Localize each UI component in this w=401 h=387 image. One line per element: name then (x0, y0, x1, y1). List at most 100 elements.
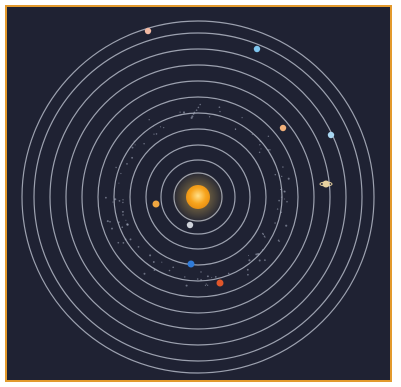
asteroid-dot (161, 261, 163, 263)
asteroid-dot (185, 284, 188, 287)
asteroid-dot (287, 177, 290, 180)
asteroid-dot (118, 221, 120, 223)
asteroid-dot (122, 201, 124, 204)
asteroid-dot (255, 253, 258, 256)
asteroid-dot (248, 259, 251, 262)
mercury-icon (186, 221, 194, 229)
asteroid-dot (163, 126, 165, 129)
asteroid-dot (200, 279, 202, 281)
asteroid-dot (259, 144, 261, 146)
asteroid-dot (122, 242, 125, 244)
asteroid-dot (182, 111, 186, 114)
asteroid-dot (114, 198, 117, 201)
asteroid-dot (124, 238, 127, 241)
asteroid-dot (109, 220, 111, 223)
asteroid-dot (280, 196, 283, 198)
asteroid-dot (247, 273, 249, 276)
orbit-ring (129, 128, 267, 266)
asteroid-dot (251, 133, 253, 136)
asteroid-dot (153, 133, 155, 135)
asteroid-dot (199, 103, 201, 106)
asteroid-dot (267, 149, 270, 151)
asteroid-dot (168, 269, 171, 272)
asteroid-dot (129, 238, 132, 241)
asteroid-dot (143, 272, 146, 275)
asteroid-dot (121, 210, 124, 213)
orbit-ring (160, 159, 236, 235)
asteroid-dot (261, 249, 264, 251)
pluto-icon (144, 27, 152, 35)
asteroid-dot (263, 235, 266, 238)
asteroid-dot (115, 166, 117, 169)
asteroid-dot (206, 275, 209, 278)
planets (144, 27, 335, 287)
asteroid-dot (137, 246, 140, 248)
asteroid-dot (120, 172, 122, 175)
asteroid-dot (184, 276, 186, 278)
mars-icon (216, 279, 224, 287)
asteroid-dot (246, 268, 249, 271)
asteroid-dot (172, 266, 175, 269)
orbit-ring (65, 64, 331, 330)
asteroid-dot (259, 140, 261, 143)
venus-icon (152, 200, 160, 208)
orbit-rings (21, 20, 375, 374)
asteroid-dot (196, 278, 199, 280)
jupiter-icon (279, 124, 287, 132)
asteroid-dot (269, 149, 271, 151)
asteroid-dot (197, 106, 200, 109)
asteroid-dot (122, 214, 124, 216)
orbit-ring (145, 144, 251, 250)
asteroid-dot (248, 255, 249, 256)
asteroid-dot (204, 285, 206, 287)
asteroid-dot (193, 111, 196, 114)
asteroid-dot (159, 126, 162, 128)
asteroid-dot (117, 241, 120, 244)
asteroid-dot (195, 109, 198, 112)
orbit-ring (81, 80, 315, 314)
asteroid-dot (211, 277, 213, 279)
asteroid-dot (118, 182, 120, 184)
asteroid-dot (208, 116, 211, 118)
asteroid-dot (122, 199, 124, 201)
asteroid-dot (234, 128, 237, 130)
sun-icon (186, 185, 210, 209)
asteroid-dot (152, 261, 155, 263)
asteroid-dot (126, 223, 129, 226)
asteroid-dot (278, 240, 280, 243)
asteroid-dot (284, 191, 286, 193)
asteroid-dot (258, 151, 261, 154)
asteroid-dot (264, 236, 266, 238)
asteroid-belt (104, 103, 290, 287)
asteroid-dot (119, 165, 121, 167)
asteroid-dot (280, 211, 282, 213)
asteroid-dot (155, 133, 158, 135)
asteroid-dot (131, 146, 134, 149)
asteroid-dot (200, 271, 202, 273)
orbit-ring (21, 20, 375, 374)
asteroid-dot (264, 259, 266, 261)
asteroid-dot (206, 284, 209, 286)
asteroid-dot (152, 125, 155, 127)
asteroid-dot (218, 106, 221, 109)
asteroid-dot (104, 196, 107, 199)
asteroid-dot (126, 163, 128, 165)
asteroid-dot (279, 175, 281, 177)
asteroid-dot (106, 220, 109, 223)
asteroid-dot (134, 144, 136, 146)
asteroid-dot (257, 252, 260, 256)
asteroid-dot (112, 201, 114, 203)
earth-icon (187, 260, 195, 268)
asteroid-dot (286, 200, 288, 203)
asteroid-dot (258, 259, 261, 262)
asteroid-dot (125, 219, 127, 221)
asteroid-dot (282, 166, 284, 168)
asteroid-dot (121, 226, 124, 229)
orbit-ring (97, 96, 299, 298)
asteroid-dot (205, 283, 207, 285)
solar-system-frame (5, 5, 392, 382)
asteroid-dot (149, 254, 152, 257)
asteroid-dot (274, 222, 276, 224)
asteroid-dot (285, 224, 288, 227)
asteroid-dot (111, 227, 113, 230)
